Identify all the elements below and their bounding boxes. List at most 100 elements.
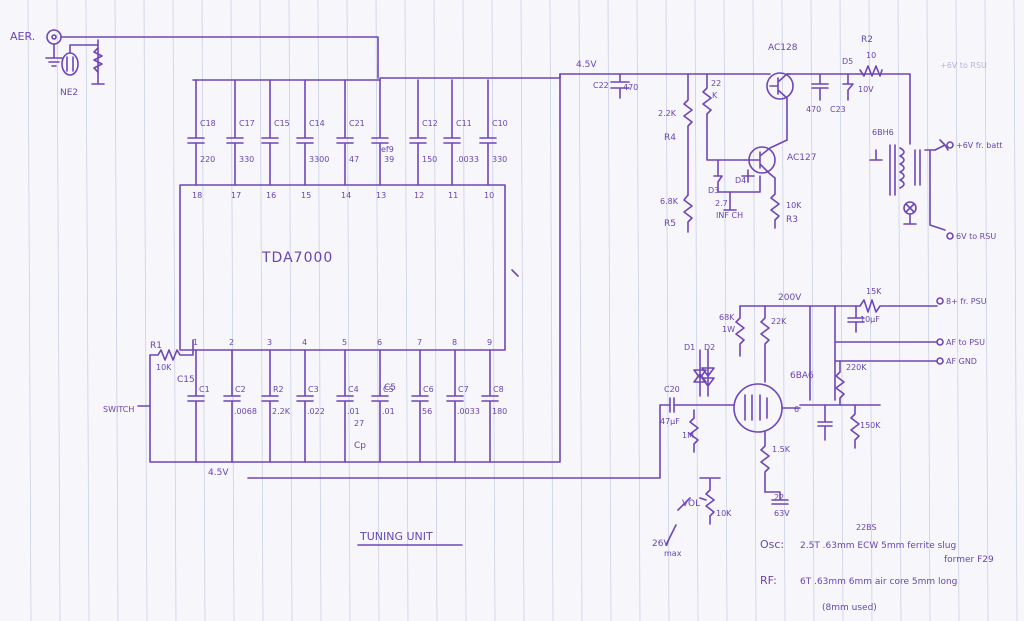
c22uf-rating: 63V: [774, 509, 790, 518]
ic-bottom-pin-1: 1: [193, 338, 198, 347]
top-cap-ref-2: C15: [274, 119, 290, 128]
ic-bottom-pin-3: 3: [267, 338, 272, 347]
switch-label: SWITCH: [103, 405, 134, 414]
r1-value: 10K: [156, 363, 172, 372]
ic-bottom-pins: 1C12C2.00683R22.2K4C3.0225C4.016C5.017C6…: [187, 338, 507, 463]
top-cap-value-5: 39: [384, 155, 394, 164]
bottom-part-ref-1: C2: [235, 385, 246, 394]
c24-value: 10V: [858, 85, 874, 94]
bottom-part-value-2: 2.2K: [272, 407, 291, 416]
ic-bottom-pin-5: 5: [342, 338, 347, 347]
top-cap-value-0: 220: [200, 155, 215, 164]
r220k-label: 220K: [846, 363, 867, 372]
bottom-part-ref-8: C8: [493, 385, 504, 394]
output-af: AF to PSU: [946, 338, 985, 347]
ac128-label: AC128: [768, 43, 798, 53]
osc-former: former F29: [944, 555, 994, 565]
paper-rules: [27, 0, 1018, 621]
r68k-rating: 1W: [722, 325, 735, 334]
output-terminals: +6V fr. batt 6V to RSU 8+ fr. PSU AF to …: [936, 141, 1003, 366]
d1-label: D1: [684, 343, 695, 352]
r22k-tube-label: 22K: [771, 317, 787, 326]
ic-body: [179, 184, 506, 351]
top-cap-value-7: .0033: [456, 155, 479, 164]
aerial-section: AER. NE2: [10, 29, 379, 98]
rsu-text: +6V to RSU: [940, 61, 987, 70]
r2-osc-value: 10: [866, 51, 876, 60]
r22k-unit: K: [712, 91, 718, 100]
ic-top-pin-13: 13: [376, 191, 386, 200]
tuning-unit-title: TUNING UNIT: [359, 530, 433, 543]
vol-10k-label: 10K: [716, 509, 732, 518]
bottom-part-ref-6: C6: [423, 385, 434, 394]
top-cap-ref-6: C12: [422, 119, 438, 128]
output-terminal-batt: [946, 141, 954, 149]
bottom-part-value-7: .0033: [457, 407, 480, 416]
d3-label: D3: [708, 186, 719, 195]
bottom-part-value-5: .01: [382, 407, 395, 416]
cp-label: Cp: [354, 441, 366, 451]
osc-text: 2.5T .63mm ECW 5mm ferrite slug: [800, 541, 956, 551]
ic-bottom-pin-6: 6: [377, 338, 382, 347]
r4-value: 2.2K: [658, 109, 677, 118]
ic-top-pin-18: 18: [192, 191, 202, 200]
output-batt: +6V fr. batt: [956, 141, 1003, 150]
top-cap-ref-8: C10: [492, 119, 508, 128]
rf-used: (8mm used): [822, 603, 877, 613]
ic-name: TDA7000: [261, 250, 333, 266]
ic-top-pin-10: 10: [484, 191, 494, 200]
coil-notes: 22BS Osc: 2.5T .63mm ECW 5mm ferrite slu…: [760, 523, 994, 613]
choke-value: 2.7: [715, 199, 728, 208]
d2-label: D2: [704, 343, 715, 352]
6ba6-tube: [733, 383, 783, 433]
hv-label: 200V: [778, 293, 802, 303]
c20-ref: C20: [664, 385, 680, 394]
bottom-part-ref-3: C3: [308, 385, 319, 394]
d5-label: D5: [842, 57, 853, 66]
output-terminal-rsu: [946, 232, 954, 240]
bottom-part-ref-4: C4: [348, 385, 359, 394]
ne2-label: NE2: [60, 88, 78, 98]
top-cap-ref-1: C17: [239, 119, 255, 128]
top-cap-ref-7: C11: [456, 119, 472, 128]
top-rail: [192, 73, 771, 81]
bottom-part-value-6: 56: [422, 407, 432, 416]
r15k-label: 15K: [866, 287, 882, 296]
c22-value: 470: [623, 83, 638, 92]
top-cap-value-4: 47: [349, 155, 359, 164]
top-cap-ref-4: C21: [349, 119, 365, 128]
volts26-label: 26V: [652, 539, 670, 549]
ic-bottom-pin-2: 2: [229, 338, 234, 347]
r68k-label: 68K: [719, 313, 735, 322]
top-cap-value-8: 330: [492, 155, 507, 164]
c22-ref: C22: [593, 81, 609, 90]
r1m-label: 1M: [682, 431, 694, 440]
aerial-label: AER.: [10, 30, 35, 43]
r3-value: 10K: [786, 201, 802, 210]
ic-top-pin-11: 11: [448, 191, 458, 200]
max-label: max: [664, 549, 682, 558]
ac128-transistor: [766, 72, 794, 100]
r22k-value: 22: [711, 79, 721, 88]
ic-top-pin-14: 14: [341, 191, 351, 200]
vol-label: VOL: [682, 499, 700, 509]
rail-top-label: 4.5V: [576, 60, 597, 70]
c20-value: 47μF: [660, 417, 680, 426]
top-cap-ref-0: C18: [200, 119, 216, 128]
pin6-label: 6: [794, 405, 799, 414]
c22uf-value: 22: [774, 493, 784, 502]
ic-bottom-pin-8: 8: [452, 338, 457, 347]
cs-label: C5: [384, 383, 396, 393]
osc-prefix: Osc:: [760, 538, 784, 551]
ic-bottom-pin-7: 7: [417, 338, 422, 347]
top-cap-value-1: 330: [239, 155, 254, 164]
ic-bottom-pin-4: 4: [302, 338, 307, 347]
ic-bottom-pin-9: 9: [487, 338, 492, 347]
output-hv: 8+ fr. PSU: [946, 297, 987, 306]
bottom-part-value-3: .022: [307, 407, 325, 416]
output-terminal-hv: [936, 297, 944, 305]
c23-value: 470: [806, 105, 821, 114]
lamp-label: 6BH6: [872, 128, 894, 137]
